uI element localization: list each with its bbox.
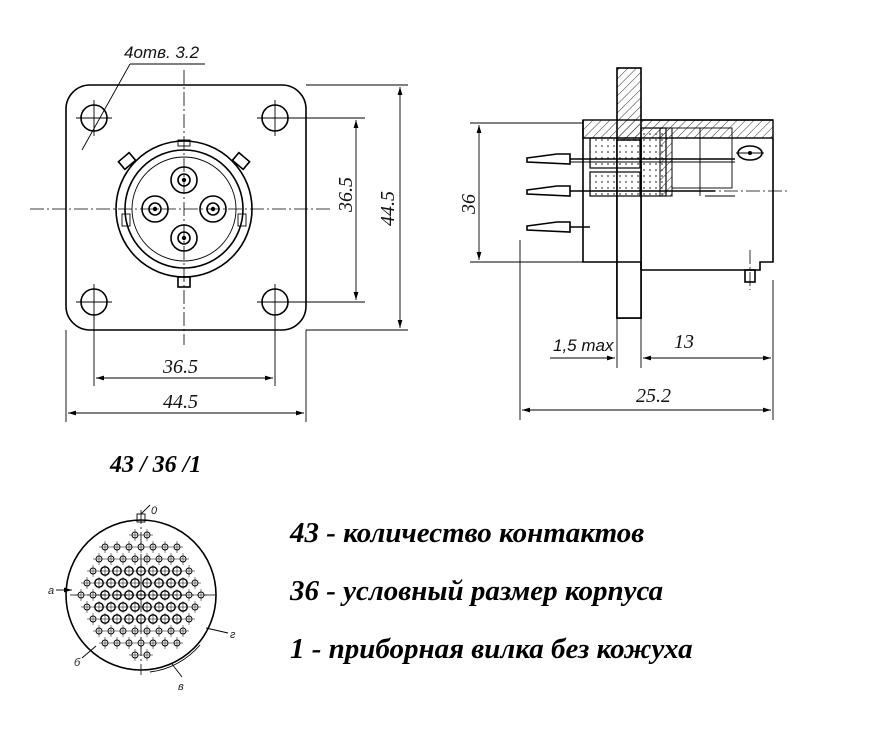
mark-b: б <box>74 657 81 669</box>
flange-outline <box>65 84 307 331</box>
contact-right <box>199 195 227 223</box>
mark-a: а <box>48 585 54 597</box>
connector-middle-ring <box>124 149 244 269</box>
legend-line-shell-size: 36 - условный размер корпуса <box>289 575 663 607</box>
dim-outer-height: 44.5 <box>377 191 399 226</box>
contact-top <box>170 166 198 194</box>
pin-layout-diagram: 0 а г б в <box>48 504 236 693</box>
contact-bottom <box>170 224 198 252</box>
mark-v: в <box>178 681 184 693</box>
dim-depth: 13 <box>674 331 694 353</box>
contact-left <box>141 195 169 223</box>
pin-grid <box>75 529 207 661</box>
mark-g: г <box>230 629 236 641</box>
dim-inner-height: 36.5 <box>335 177 357 213</box>
dim-height: 36 <box>458 194 480 215</box>
holes-label: 4отв. 3.2 <box>124 43 200 62</box>
designation-code: 43 / 36 /1 <box>109 452 201 478</box>
dim-max: 1,5 max <box>553 336 614 355</box>
side-view: 36 1,5 max 13 25.2 <box>458 67 790 420</box>
mark-top: 0 <box>151 505 158 517</box>
dim-total: 25.2 <box>636 385 671 407</box>
dim-inner-width: 36.5 <box>162 356 198 378</box>
dim-outer-width: 44.5 <box>163 391 198 413</box>
legend-line-contacts: 43 - количество контактов <box>289 517 644 549</box>
front-view: 4отв. 3.2 36.5 44.5 36.5 44.5 <box>30 43 408 422</box>
connector-inner-ring <box>131 156 237 262</box>
legend-line-type: 1 - приборная вилка без кожуха <box>290 633 693 665</box>
